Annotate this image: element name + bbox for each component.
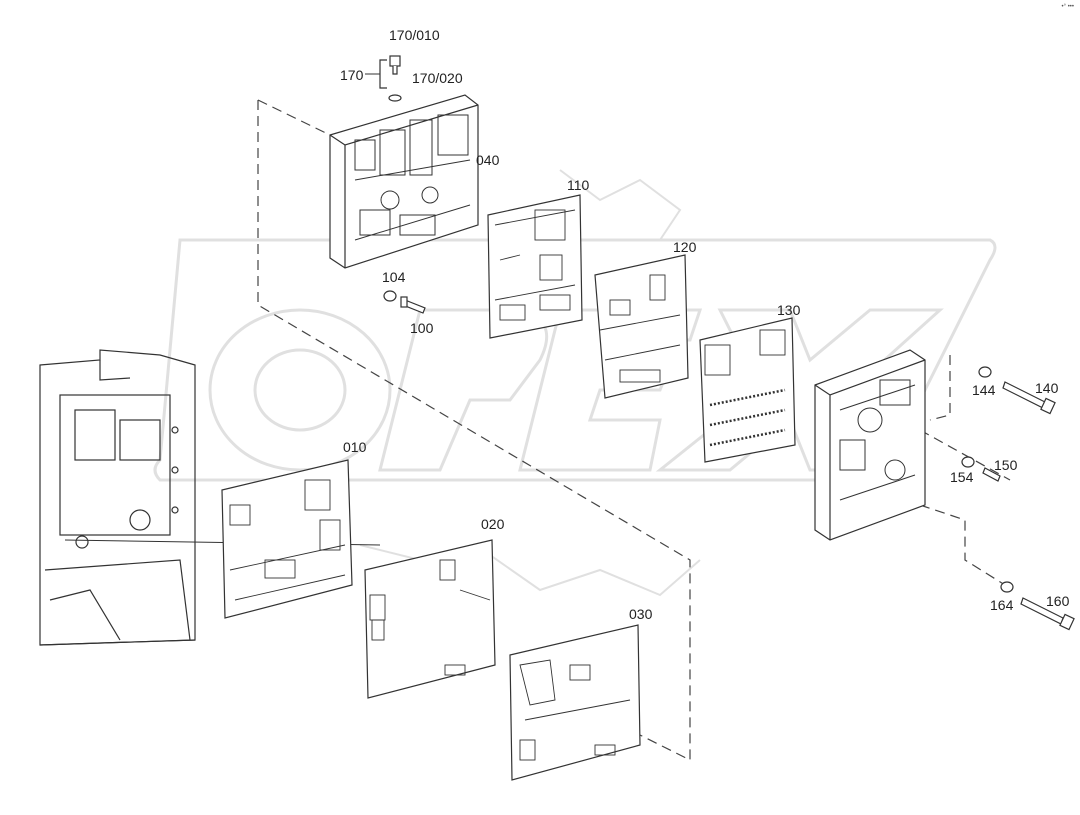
callout-104: 104 bbox=[382, 269, 406, 285]
callout-140: 140 bbox=[1035, 380, 1059, 396]
bracket-170 bbox=[379, 59, 387, 89]
callout-170: 170 bbox=[340, 67, 364, 83]
plate-030 bbox=[509, 624, 641, 781]
callout-160: 160 bbox=[1046, 593, 1070, 609]
bolt-160 bbox=[1020, 597, 1075, 631]
callout-170-020: 170/020 bbox=[412, 70, 463, 86]
callout-170-010: 170/010 bbox=[389, 27, 440, 43]
callout-040: 040 bbox=[476, 152, 500, 168]
valve-body-040 bbox=[329, 94, 479, 269]
callout-100: 100 bbox=[410, 320, 434, 336]
washer-144 bbox=[978, 366, 992, 378]
callout-144: 144 bbox=[972, 382, 996, 398]
callout-110: 110 bbox=[567, 177, 590, 193]
bolt-170-010 bbox=[389, 55, 401, 75]
callout-164: 164 bbox=[990, 597, 1014, 613]
callout-120: 120 bbox=[673, 239, 697, 255]
washer-164 bbox=[1000, 581, 1014, 593]
plate-120 bbox=[594, 254, 689, 399]
valve-body-right bbox=[814, 349, 926, 541]
bolt-100 bbox=[400, 296, 426, 314]
washer-154 bbox=[961, 456, 975, 468]
callout-154: 154 bbox=[950, 469, 974, 485]
bolt-140 bbox=[1002, 381, 1056, 415]
washer-104 bbox=[383, 290, 397, 302]
corner-mark: •° ••• bbox=[1061, 4, 1074, 10]
bolt-150 bbox=[982, 467, 1001, 482]
plate-010 bbox=[221, 459, 353, 619]
callout-030: 030 bbox=[629, 606, 653, 622]
callout-010: 010 bbox=[343, 439, 367, 455]
callout-020: 020 bbox=[481, 516, 505, 532]
oring-170-020 bbox=[388, 94, 402, 102]
callout-150: 150 bbox=[994, 457, 1018, 473]
callout-130: 130 bbox=[777, 302, 801, 318]
fasteners bbox=[383, 55, 1075, 631]
plate-020 bbox=[364, 539, 496, 699]
plate-130 bbox=[699, 317, 796, 463]
dashed-guide-lines bbox=[257, 99, 1011, 761]
plate-110 bbox=[487, 194, 583, 339]
